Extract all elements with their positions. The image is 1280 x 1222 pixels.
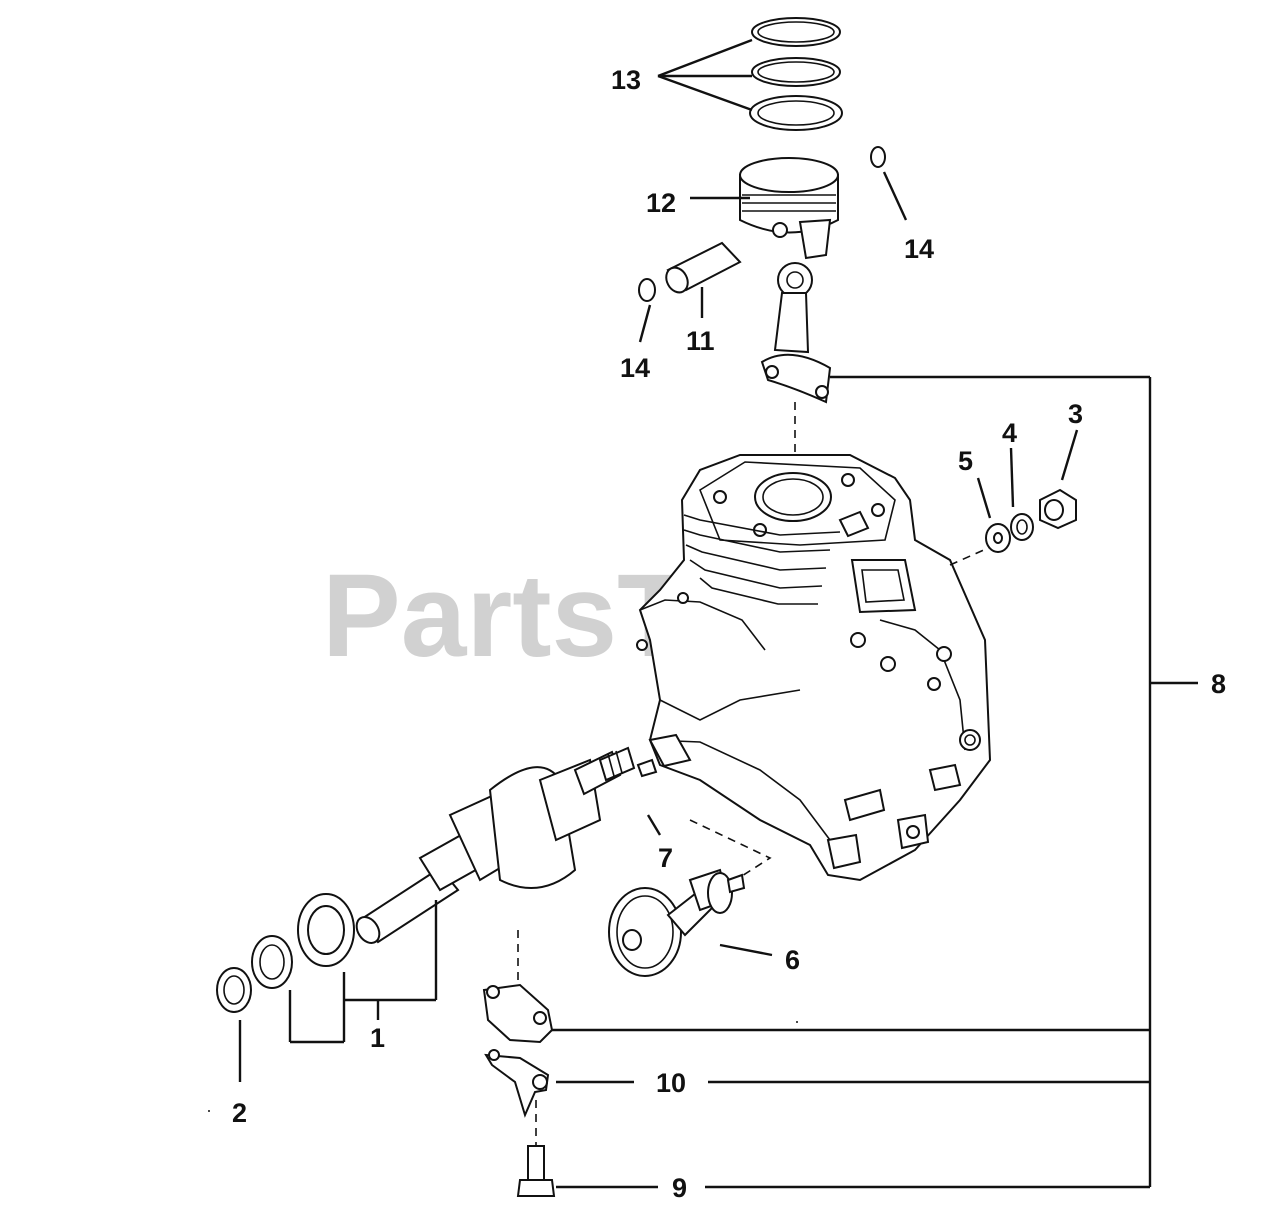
label-12: 12 xyxy=(646,188,676,218)
label-14-right: 14 xyxy=(904,234,934,264)
label-1: 1 xyxy=(370,1023,385,1053)
label-10: 10 xyxy=(656,1068,686,1098)
snap-ring-left[interactable] xyxy=(638,278,656,302)
connecting-rod[interactable] xyxy=(760,262,832,404)
label-13: 13 xyxy=(611,65,641,95)
label-3: 3 xyxy=(1068,399,1083,429)
bearing-cap[interactable] xyxy=(482,983,554,1044)
piston[interactable] xyxy=(739,157,839,260)
label-9: 9 xyxy=(672,1173,687,1203)
washer-4[interactable] xyxy=(1010,513,1034,541)
label-2: 2 xyxy=(232,1098,247,1128)
camshaft[interactable] xyxy=(608,868,746,977)
label-5: 5 xyxy=(958,446,973,476)
label-11: 11 xyxy=(686,326,715,356)
oil-seal-2[interactable] xyxy=(216,967,252,1013)
label-7: 7 xyxy=(658,843,673,873)
label-4: 4 xyxy=(1002,418,1017,448)
piston-pin[interactable] xyxy=(662,241,742,296)
snap-ring-right[interactable] xyxy=(870,146,886,168)
crank-bearing[interactable] xyxy=(251,935,293,989)
washer-5[interactable] xyxy=(985,523,1011,553)
label-8: 8 xyxy=(1211,669,1226,699)
crank-gear[interactable] xyxy=(297,893,355,967)
nut-3[interactable] xyxy=(1039,488,1077,530)
key-7[interactable] xyxy=(636,758,658,778)
piston-rings[interactable] xyxy=(749,17,843,131)
cylinder-block[interactable] xyxy=(636,454,992,882)
bolt-9[interactable] xyxy=(516,1145,556,1197)
crankshaft[interactable] xyxy=(352,746,636,947)
label-6: 6 xyxy=(785,945,800,975)
governor-arm-10[interactable] xyxy=(484,1049,550,1118)
label-14-left: 14 xyxy=(620,353,650,383)
